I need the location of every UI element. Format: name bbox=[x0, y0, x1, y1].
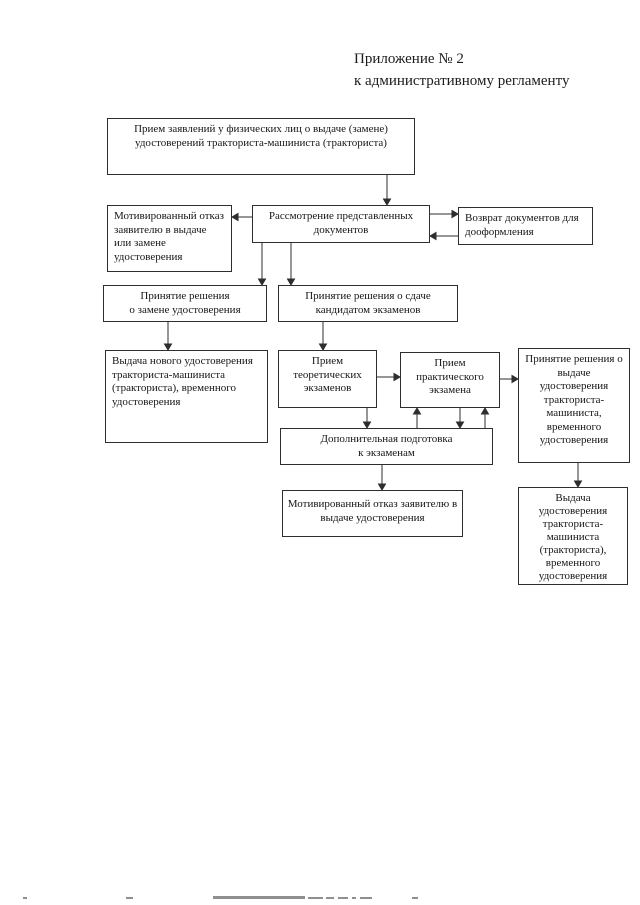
flow-box-decision-exams: Принятие решения о сдаче кандидатом экза… bbox=[278, 285, 458, 322]
flow-box-practical-exam: Прием практического экзамена bbox=[400, 352, 500, 408]
arrowhead-down bbox=[573, 480, 583, 488]
arrowhead-right bbox=[511, 374, 519, 384]
flow-box-decision-issue: Принятие решения о выдаче удостоверения … bbox=[518, 348, 630, 463]
flow-box-document-return: Возврат документов для дооформления bbox=[458, 207, 593, 245]
appendix-subtitle: к административному регламенту bbox=[354, 73, 570, 89]
flow-box-refusal-issue: Мотивированный отказ заявителю в выдаче … bbox=[282, 490, 463, 537]
flow-box-decision-replace: Принятие решения о замене удостоверения bbox=[103, 285, 267, 322]
arrowhead-up bbox=[412, 407, 422, 415]
arrowhead-down bbox=[362, 421, 372, 429]
arrowhead-right bbox=[451, 209, 459, 219]
flow-box-issue-license: Выдача удостоверения тракториста- машини… bbox=[518, 487, 628, 585]
flow-box-theory-exam: Прием теоретических экзаменов bbox=[278, 350, 377, 408]
arrowhead-down bbox=[382, 198, 392, 206]
flow-box-additional-training: Дополнительная подготовка к экзаменам bbox=[280, 428, 493, 465]
flow-box-issue-new-license: Выдача нового удостоверения тракториста-… bbox=[105, 350, 268, 443]
flow-box-document-review: Рассмотрение представленных документов bbox=[252, 205, 430, 243]
arrowhead-down bbox=[455, 421, 465, 429]
appendix-header: Приложение № 2 к административному регла… bbox=[354, 48, 569, 92]
arrowhead-left bbox=[231, 212, 239, 222]
arrowhead-down bbox=[318, 343, 328, 351]
arrowhead-right bbox=[393, 372, 401, 382]
arrowhead-down bbox=[257, 278, 267, 286]
arrowhead-down bbox=[163, 343, 173, 351]
arrowhead-left bbox=[429, 231, 437, 241]
arrowhead-down bbox=[377, 483, 387, 491]
arrowhead-up bbox=[480, 407, 490, 415]
flow-box-refusal-issue-or-replace: Мотивированный отказ заявителю в выдаче … bbox=[107, 205, 232, 272]
flow-box-application-intake: Прием заявлений у физических лиц о выдач… bbox=[107, 118, 415, 175]
arrowhead-down bbox=[286, 278, 296, 286]
appendix-title: Приложение № 2 bbox=[354, 51, 464, 67]
